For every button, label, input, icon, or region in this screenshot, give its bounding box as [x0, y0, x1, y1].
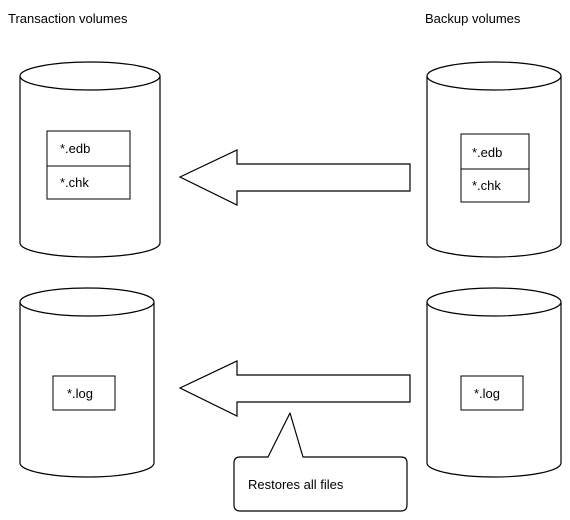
file-edb: *.edb	[60, 141, 90, 156]
file-log: *.log	[474, 386, 500, 401]
file-chk: *.chk	[472, 178, 501, 193]
transaction-volume-bottom: *.log	[19, 287, 155, 478]
file-box	[460, 375, 524, 411]
cylinder-top	[426, 287, 562, 317]
file-box	[460, 133, 530, 203]
backup-volumes-heading: Backup volumes	[425, 11, 521, 26]
cylinder-top	[19, 61, 161, 91]
callout-bubble	[233, 412, 408, 512]
restore-arrow-bottom	[178, 360, 411, 417]
file-chk: *.chk	[60, 175, 89, 190]
transaction-volume-top: *.edb *.chk	[19, 61, 161, 258]
file-log: *.log	[67, 386, 93, 401]
backup-volume-bottom: *.log	[426, 287, 562, 478]
cylinder-top	[426, 61, 562, 91]
backup-volume-top: *.edb *.chk	[426, 61, 562, 258]
cylinder-top	[19, 287, 155, 317]
file-box	[46, 130, 131, 200]
file-edb: *.edb	[472, 145, 502, 160]
restore-arrow-top	[178, 149, 411, 206]
transaction-volumes-heading: Transaction volumes	[8, 11, 128, 26]
file-box	[52, 375, 116, 411]
callout-text: Restores all files	[248, 477, 344, 492]
